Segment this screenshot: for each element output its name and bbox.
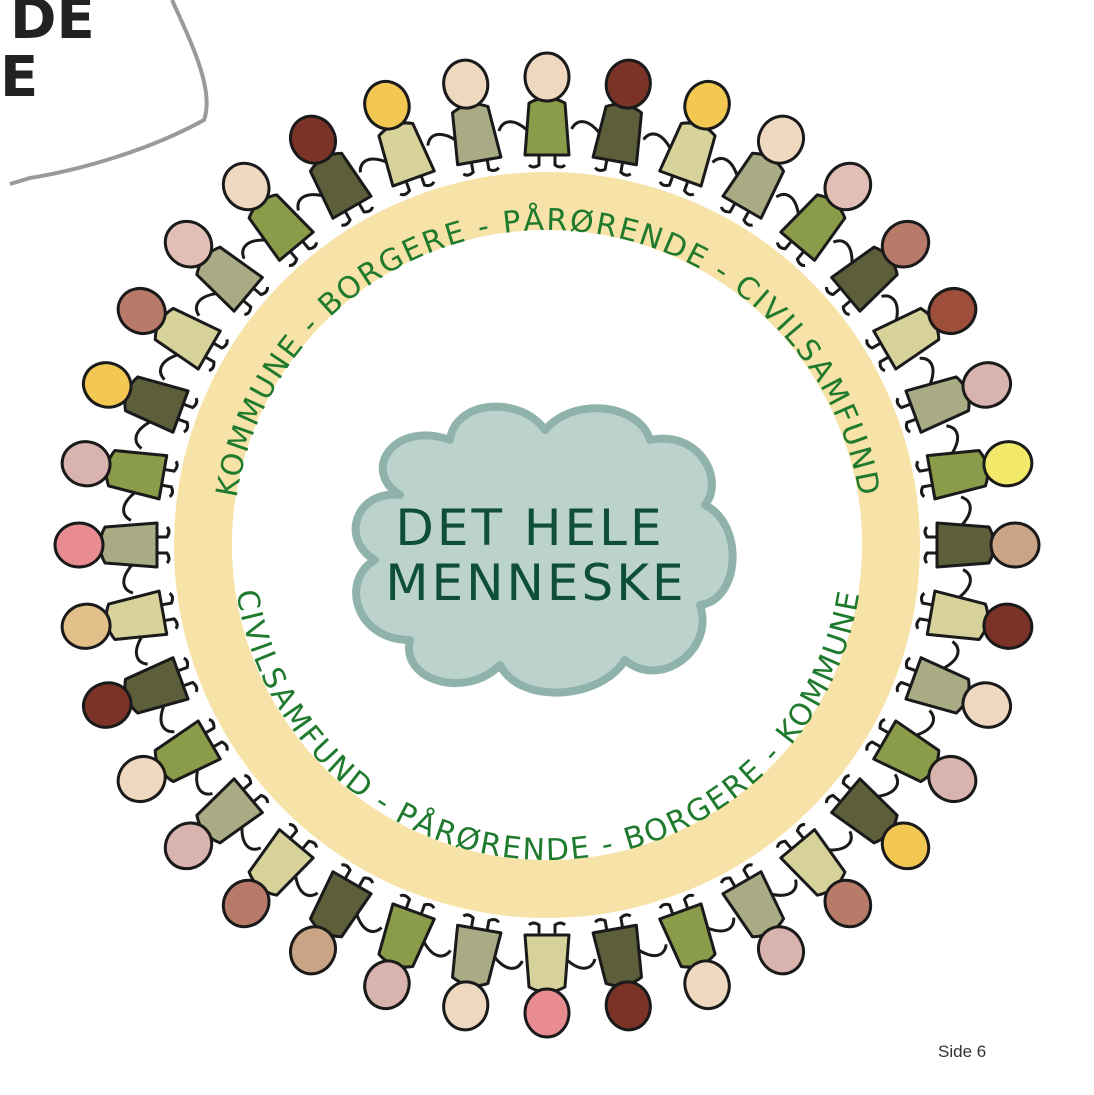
person-arm <box>133 419 151 448</box>
person-arm <box>572 120 601 134</box>
person-body <box>103 591 167 644</box>
person-arm <box>643 131 672 149</box>
person-arm <box>639 944 668 958</box>
person-arm <box>771 880 800 902</box>
person-body <box>927 591 991 644</box>
cloud-title-line1: DET HELE <box>395 499 664 557</box>
person-figure <box>499 53 569 167</box>
person-body <box>593 925 646 989</box>
person-body <box>100 523 157 567</box>
person-head <box>55 523 103 567</box>
person-arm <box>357 154 386 172</box>
person-arm <box>499 122 527 131</box>
person-arm <box>156 705 174 734</box>
person-head <box>525 53 569 101</box>
person-head <box>59 438 114 490</box>
person-figure <box>565 52 654 176</box>
person-head <box>440 57 492 112</box>
person-arm <box>707 918 736 936</box>
person-arm <box>567 959 595 968</box>
person-head <box>440 978 492 1033</box>
person-figure <box>440 913 529 1037</box>
person-figure <box>525 923 595 1037</box>
person-arm <box>122 491 136 520</box>
person-head <box>980 600 1035 652</box>
corner-speech-bubble: DE E <box>0 0 207 184</box>
person-body <box>103 446 167 499</box>
person-figure <box>915 563 1039 652</box>
person-body <box>448 925 501 989</box>
person-arm <box>124 565 133 593</box>
person-body <box>927 446 991 499</box>
person-arm <box>958 570 972 599</box>
person-figure <box>55 523 169 593</box>
person-body <box>593 101 646 165</box>
center-cloud: DET HELE MENNESKE <box>356 407 733 693</box>
person-head <box>59 600 114 652</box>
person-body <box>525 935 569 992</box>
person-arm <box>961 497 970 525</box>
person-arm <box>294 188 323 210</box>
person-arm <box>426 132 455 146</box>
person-arm <box>882 292 904 321</box>
person-arm <box>421 941 450 959</box>
person-arm <box>920 355 938 384</box>
person-body <box>937 523 994 567</box>
person-body <box>448 101 501 165</box>
person-head <box>980 438 1035 490</box>
cloud-title-line2: MENNESKE <box>385 554 686 612</box>
person-arm <box>946 424 960 453</box>
person-arm <box>190 769 212 798</box>
person-arm <box>493 956 522 970</box>
person-arm <box>943 641 961 670</box>
person-figure <box>925 497 1039 567</box>
person-figure <box>54 438 178 527</box>
person-head <box>991 523 1039 567</box>
person-head <box>525 989 569 1037</box>
corner-text-line2: E <box>0 45 38 110</box>
person-head <box>602 978 654 1033</box>
person-body <box>525 98 569 155</box>
person-arm <box>134 637 148 666</box>
page-number: Side 6 <box>938 1042 986 1062</box>
person-head <box>602 57 654 112</box>
